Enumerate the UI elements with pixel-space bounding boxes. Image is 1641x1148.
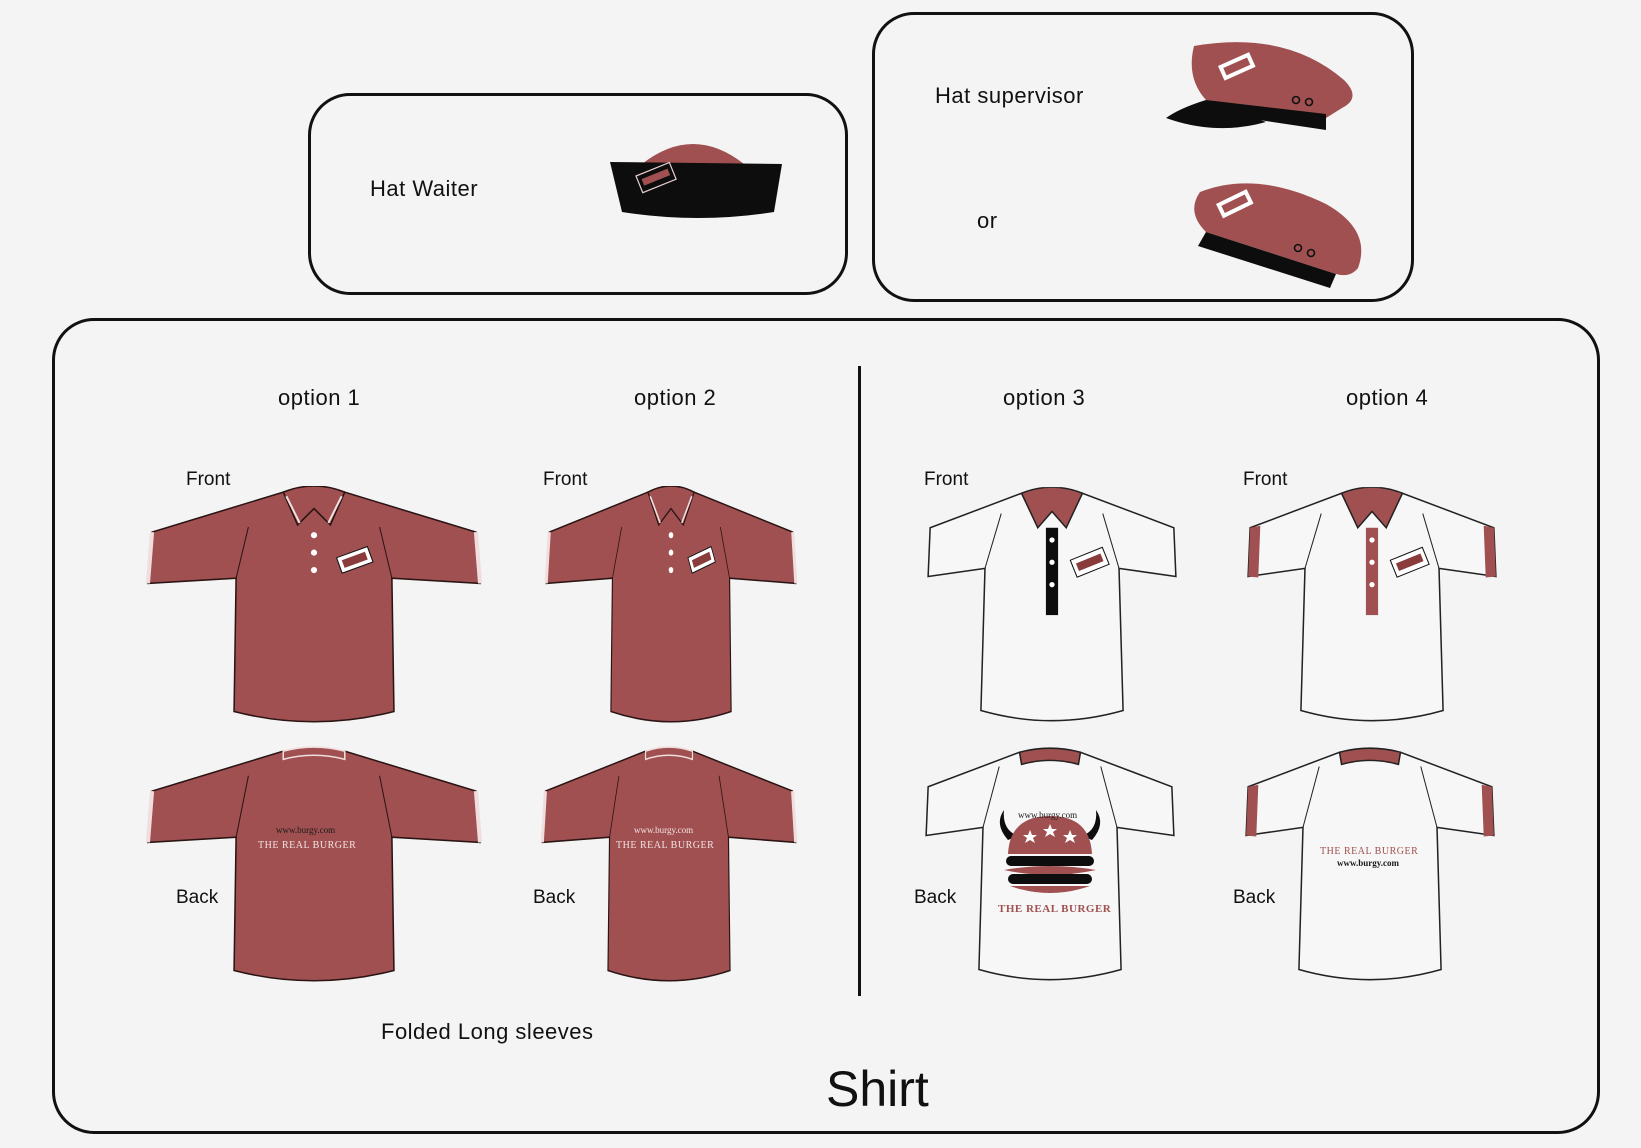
option-4-label: option 4 bbox=[1346, 385, 1429, 410]
option-4-back-tagline: THE REAL BURGER bbox=[1320, 846, 1419, 857]
option-4-back-website: www.burgy.com bbox=[1337, 858, 1400, 868]
option-2-label: option 2 bbox=[634, 385, 717, 410]
option-2-shirt-back bbox=[536, 745, 802, 991]
option-2-front-label: Front bbox=[543, 469, 588, 490]
option-2-back-tagline: THE REAL BURGER bbox=[616, 840, 715, 851]
folded-long-sleeves-note: Folded Long sleeves bbox=[381, 1019, 594, 1044]
options-divider bbox=[858, 366, 861, 996]
hat-waiter-panel bbox=[308, 93, 848, 295]
supervisor-hat-peaked-icon bbox=[1166, 42, 1353, 130]
option-1-back-tagline: THE REAL BURGER bbox=[258, 840, 357, 851]
option-4-shirt-back bbox=[1238, 745, 1502, 991]
burger-logo-icon bbox=[999, 810, 1101, 893]
hat-supervisor-panel bbox=[872, 12, 1414, 302]
option-3-shirt-front bbox=[920, 486, 1184, 732]
option-1-shirt-back bbox=[138, 745, 490, 991]
supervisor-hat-beret-icon bbox=[1194, 183, 1362, 288]
waiter-hat-icon bbox=[610, 144, 782, 218]
option-1-front-label: Front bbox=[186, 469, 231, 490]
hat-or-label: or bbox=[977, 208, 998, 233]
option-4-back-label: Back bbox=[1233, 887, 1276, 908]
option-2-back-label: Back bbox=[533, 887, 576, 908]
option-1-shirt-front bbox=[138, 486, 490, 732]
option-3-back-website: www.burgy.com bbox=[1018, 810, 1078, 820]
option-3-label: option 3 bbox=[1003, 385, 1086, 410]
option-3-back-label: Back bbox=[914, 887, 957, 908]
option-1-label: option 1 bbox=[278, 385, 361, 410]
hat-supervisor-label: Hat supervisor bbox=[935, 83, 1084, 108]
option-3-back-tagline: THE REAL BURGER bbox=[998, 903, 1112, 915]
option-1-back-label: Back bbox=[176, 887, 219, 908]
option-2-back-website: www.burgy.com bbox=[634, 825, 694, 835]
option-4-front-label: Front bbox=[1243, 469, 1288, 490]
option-3-front-label: Front bbox=[924, 469, 969, 490]
shirt-panel bbox=[52, 318, 1600, 1134]
shirt-title: Shirt bbox=[826, 1061, 929, 1117]
hat-waiter-label: Hat Waiter bbox=[370, 176, 479, 201]
option-4-shirt-front bbox=[1240, 486, 1504, 732]
option-2-shirt-front bbox=[540, 486, 802, 732]
option-1-back-website: www.burgy.com bbox=[276, 825, 336, 835]
